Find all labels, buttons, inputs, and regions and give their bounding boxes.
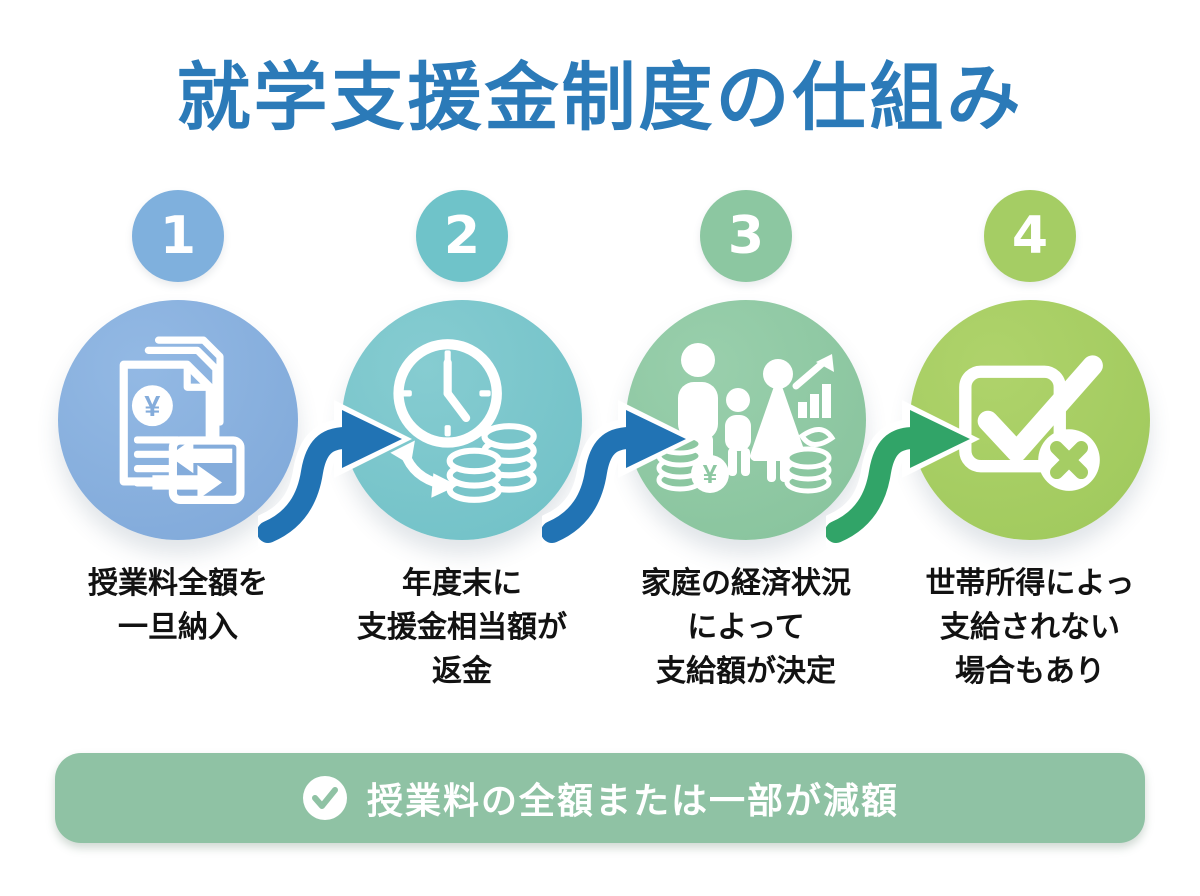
- summary-banner-label: 授業料の全額または一部が減額: [366, 781, 899, 822]
- step-1-number-badge: 1: [132, 190, 224, 282]
- step-1-label-line: 一旦納入: [118, 610, 238, 645]
- documents-yen-exchange-icon: ¥: [119, 336, 245, 504]
- step-1-label-line: 授業料全額を: [88, 566, 268, 601]
- step-2-label-line: 返金: [432, 654, 492, 689]
- arrow-step3-to-step4: [826, 400, 980, 547]
- page-title: 就学支援金制度の仕組み: [176, 55, 1024, 141]
- step-3-label-line: 支給額が決定: [656, 654, 836, 689]
- step-4-number: 4: [1011, 206, 1049, 266]
- step-4-label-line: 世帯所得によっ: [925, 566, 1135, 601]
- step-4-label-line: 支給されない: [940, 610, 1120, 645]
- step-2-label: 年度末に 支援金相当額が 返金: [312, 562, 612, 694]
- step-1-icon-circle: ¥: [58, 300, 298, 540]
- step-2-number-badge: 2: [416, 190, 508, 282]
- step-4-label: 世帯所得によっ 支給されない 場合もあり: [880, 562, 1180, 694]
- step-3-number: 3: [727, 206, 765, 266]
- clock-coins-refund-icon: [390, 339, 537, 503]
- check-circle-icon: [302, 776, 347, 820]
- step-3-icon-circle: ¥: [626, 300, 866, 540]
- step-1-number: 1: [159, 206, 197, 266]
- step-3-number-badge: 3: [700, 190, 792, 282]
- svg-text:¥: ¥: [703, 459, 718, 489]
- step-4-label-line: 場合もあり: [955, 654, 1105, 689]
- step-2-label-line: 支援金相当額が: [357, 610, 567, 645]
- step-4-number-badge: 4: [984, 190, 1076, 282]
- svg-text:¥: ¥: [144, 391, 160, 423]
- step-3-label-line: によって: [687, 610, 805, 645]
- step-2-icon-circle: [342, 300, 582, 540]
- family-income-chart-icon: ¥: [656, 343, 836, 494]
- step-3-label: 家庭の経済状況 によって 支給額が決定: [596, 562, 896, 694]
- step-4-icon-circle: [910, 300, 1150, 540]
- arrow-step1-to-step2: [258, 400, 412, 547]
- step-2-label-line: 年度末に: [402, 566, 522, 601]
- step-3-label-line: 家庭の経済状況: [641, 566, 851, 601]
- step-1-label: 授業料全額を 一旦納入: [28, 562, 328, 650]
- step-2-number: 2: [443, 206, 481, 266]
- checkbox-exclusion-icon: [959, 355, 1103, 491]
- arrow-step2-to-step3: [542, 400, 696, 547]
- summary-banner: 授業料の全額または一部が減額: [55, 753, 1145, 843]
